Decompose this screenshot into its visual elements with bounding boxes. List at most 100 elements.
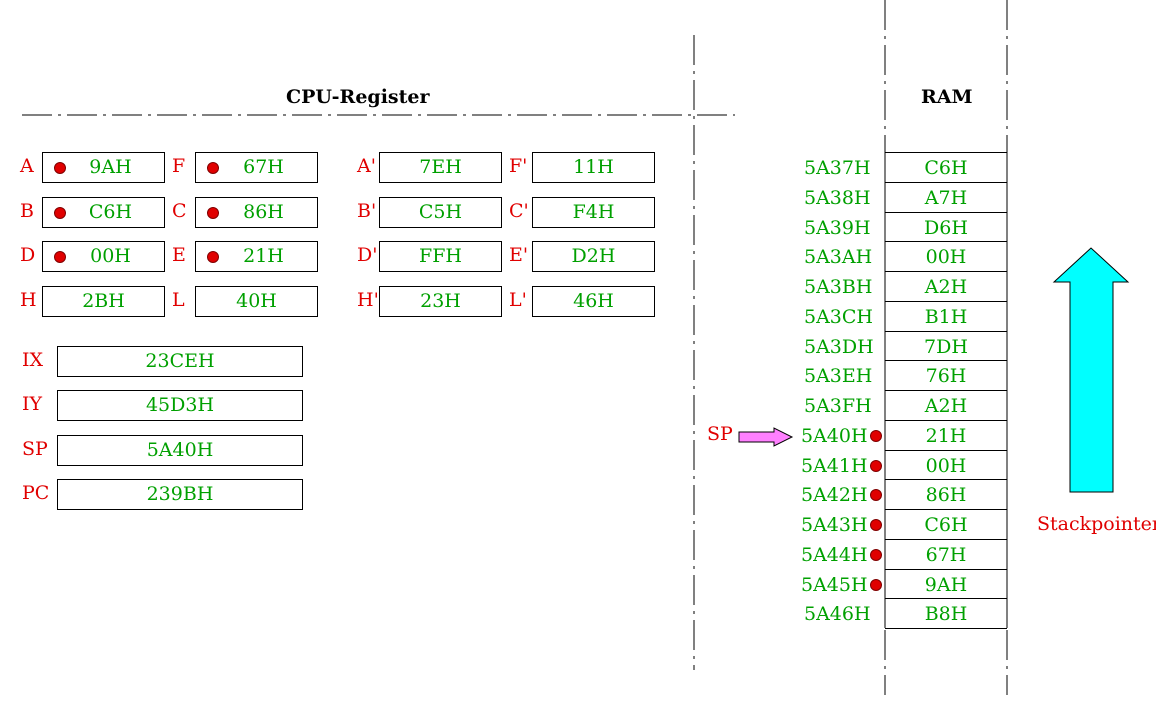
register-value: C6H <box>88 201 133 223</box>
pushed-marker-icon <box>54 207 66 219</box>
wide-register-value: 239BH <box>146 483 214 505</box>
ram-address: 5A45H <box>801 573 868 596</box>
ram-value: A7H <box>924 186 968 209</box>
alt-register-label: H' <box>357 289 379 311</box>
stackpointer-label: Stackpointer <box>1037 513 1156 535</box>
ram-address: 5A38H <box>804 186 871 209</box>
ram-address: 5A3FH <box>804 395 872 417</box>
ram-address: 5A40H <box>801 424 868 447</box>
wide-register-box: 23CEH <box>57 346 303 377</box>
alt-register-box: FFH <box>379 241 502 272</box>
stack-marker-icon <box>870 548 882 561</box>
register-value: 2BH <box>82 290 125 312</box>
stack-marker-icon <box>870 578 882 591</box>
register-label: F <box>172 155 186 177</box>
alt-register-value: D2H <box>571 245 616 267</box>
ram-address: 5A3BH <box>804 276 873 298</box>
alt-register-value: C5H <box>418 201 463 223</box>
wide-register-value: 5A40H <box>146 439 214 461</box>
wide-register-box: 5A40H <box>57 435 303 466</box>
register-box: 00H <box>42 241 165 272</box>
stack-marker-icon <box>870 429 882 442</box>
register-value: 67H <box>243 156 284 178</box>
alt-register-label: E' <box>509 244 529 266</box>
alt-register-value: FFH <box>419 245 462 267</box>
register-box: C6H <box>42 197 165 228</box>
wide-register-value: 45D3H <box>145 394 215 416</box>
ram-value: 21H <box>925 424 967 447</box>
wide-register-box: 45D3H <box>57 390 303 421</box>
register-value: 9AH <box>89 156 132 178</box>
ram-value: B1H <box>924 305 968 328</box>
ram-value: 67H <box>925 543 967 566</box>
ram-value: 00H <box>925 246 967 269</box>
ram-address: 5A39H <box>804 216 871 239</box>
register-box: 21H <box>195 241 318 272</box>
pushed-marker-icon <box>207 207 219 219</box>
ram-value: 76H <box>925 365 967 388</box>
ram-address: 5A3DH <box>804 335 874 358</box>
pushed-marker-icon <box>207 162 219 174</box>
ram-value: 86H <box>925 484 967 507</box>
register-label: E <box>172 244 186 266</box>
ram-address: 5A46H <box>804 603 871 626</box>
cpu-register-title: CPU-Register <box>286 86 430 108</box>
register-label: D <box>20 244 36 266</box>
alt-register-label: F' <box>509 155 528 177</box>
alt-register-box: F4H <box>532 197 655 228</box>
alt-register-label: L' <box>509 289 527 311</box>
register-box: 67H <box>195 152 318 183</box>
ram-value: D6H <box>924 216 968 239</box>
register-box: 9AH <box>42 152 165 183</box>
register-value: 21H <box>243 245 284 267</box>
alt-register-value: 7EH <box>419 156 462 178</box>
register-label: L <box>172 289 185 311</box>
register-box: 86H <box>195 197 318 228</box>
register-label: A <box>20 155 34 177</box>
ram-value: 7DH <box>924 335 968 358</box>
register-box: 2BH <box>42 286 165 317</box>
ram-value: A2H <box>924 276 968 298</box>
wide-register-label: SP <box>22 438 48 460</box>
alt-register-value: F4H <box>572 201 615 223</box>
ram-row-dividers <box>885 152 1007 629</box>
ram-value: C6H <box>924 514 968 536</box>
register-label: B <box>20 200 34 222</box>
sp-pointer-label: SP <box>707 423 733 445</box>
register-label: C <box>172 200 187 222</box>
ram-address: 5A42H <box>801 484 868 507</box>
ram-address: 5A37H <box>804 157 871 179</box>
alt-register-box: C5H <box>379 197 502 228</box>
wide-register-value: 23CEH <box>145 350 215 372</box>
stack-marker-icon <box>870 519 882 531</box>
ram-address: 5A3CH <box>804 305 874 328</box>
sp-pointer-arrow-icon <box>738 427 794 447</box>
wide-register-label: IX <box>22 349 44 371</box>
ram-address: 5A3EH <box>804 365 873 388</box>
alt-register-box: 7EH <box>379 152 502 183</box>
alt-register-label: B' <box>357 200 377 222</box>
register-value: 00H <box>90 245 131 267</box>
ram-address: 5A43H <box>801 514 868 536</box>
ram-value: A2H <box>924 395 968 417</box>
pushed-marker-icon <box>207 251 219 263</box>
wide-register-box: 239BH <box>57 479 303 510</box>
stack-marker-icon <box>870 459 882 472</box>
ram-value: B8H <box>924 603 968 626</box>
alt-register-box: 23H <box>379 286 502 317</box>
alt-register-value: 11H <box>573 156 614 178</box>
ram-address: 5A41H <box>801 454 868 477</box>
wide-register-label: IY <box>22 393 43 415</box>
alt-register-label: C' <box>509 200 529 222</box>
pushed-marker-icon <box>54 162 66 174</box>
register-value: 40H <box>236 290 277 312</box>
register-box: 40H <box>195 286 318 317</box>
alt-register-value: 46H <box>573 290 614 312</box>
ram-address: 5A44H <box>801 543 868 566</box>
ram-value: C6H <box>924 157 968 179</box>
ram-value: 9AH <box>924 573 968 596</box>
ram-title: RAM <box>921 86 973 108</box>
register-value: 86H <box>243 201 284 223</box>
ram-value: 00H <box>925 454 967 477</box>
